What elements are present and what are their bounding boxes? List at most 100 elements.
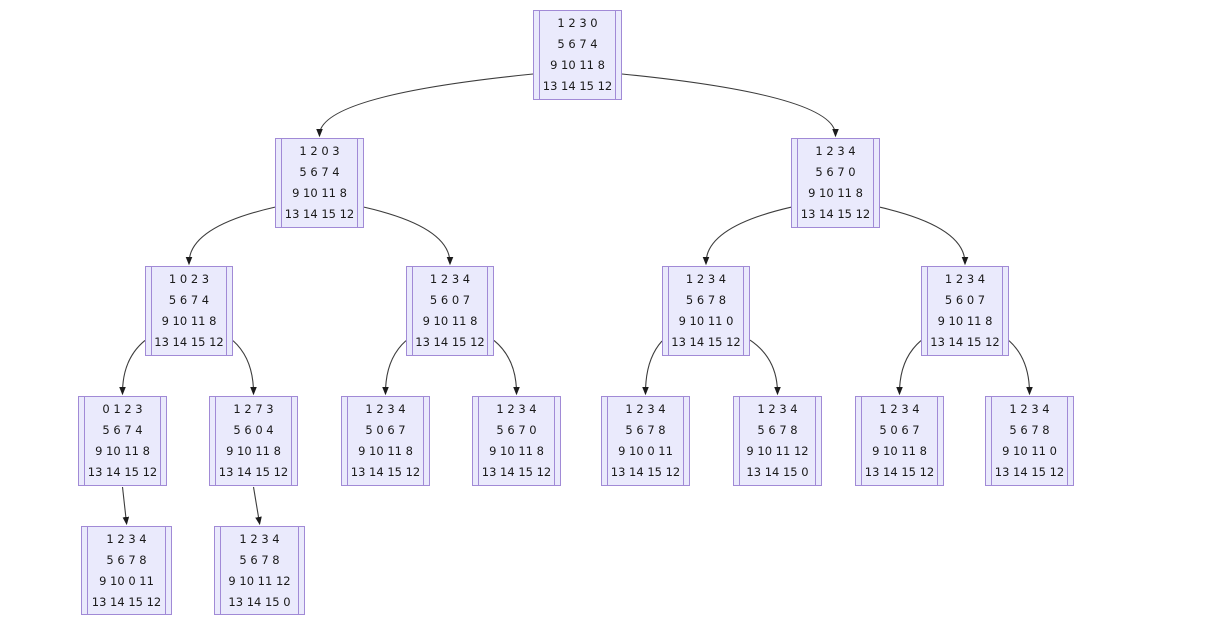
- matrix-row: 9 10 11 8: [808, 186, 863, 200]
- matrix-row: 0 1 2 3: [102, 402, 143, 416]
- tree-edge-root-to-l2-a: [316, 73, 534, 138]
- tree-edge-l2-b-to-l3-d: [879, 206, 969, 266]
- matrix-row: 1 2 3 4: [685, 272, 727, 286]
- matrix-row: 5 6 7 4: [102, 423, 143, 437]
- tree-node-l4-d: 1 2 3 4 5 6 7 0 9 10 11 8 13 14 15 12: [472, 396, 561, 486]
- tree-edge-l3-d-to-l4-h: [1008, 340, 1033, 396]
- matrix-row: 5 6 7 0: [496, 423, 537, 437]
- matrix-row: 9 10 11 0: [1002, 444, 1057, 458]
- matrix-row: 1 2 7 3: [233, 402, 274, 416]
- tree-node-l2-a: 1 2 0 3 5 6 7 4 9 10 11 8 13 14 15 12: [275, 138, 364, 228]
- matrix-row: 13 14 15 12: [415, 335, 485, 349]
- matrix-row: 9 10 11 8: [292, 186, 347, 200]
- tree-node-l4-a: 0 1 2 3 5 6 7 4 9 10 11 8 13 14 15 12: [78, 396, 167, 486]
- matrix-row: 5 6 0 4: [233, 423, 274, 437]
- matrix-row: 13 14 15 12: [154, 335, 224, 349]
- matrix-row: 1 2 0 3: [299, 144, 340, 158]
- tree-node-l4-g: 1 2 3 4 5 0 6 7 9 10 11 8 13 14 15 12: [855, 396, 944, 486]
- matrix-row: 5 6 7 8: [1009, 423, 1050, 437]
- tree-edge-l3-b-to-l4-c: [382, 340, 407, 396]
- matrix-row: 9 10 11 8: [872, 444, 927, 458]
- matrix-row: 5 6 7 0: [815, 165, 856, 179]
- tree-node-l3-c: 1 2 3 4 5 6 7 8 9 10 11 0 13 14 15 12: [662, 266, 750, 356]
- matrix-row: 5 6 7 8: [625, 423, 666, 437]
- matrix-row: 9 10 11 0: [678, 314, 734, 328]
- matrix-row: 9 10 11 8: [489, 444, 544, 458]
- matrix-row: 5 6 7 8: [239, 552, 280, 567]
- tree-edge-l4-b-to-l5-b: [252, 486, 262, 526]
- matrix-row: 9 10 11 8: [95, 444, 150, 458]
- matrix-row: 1 2 3 0: [557, 16, 598, 30]
- tree-node-l4-b: 1 2 7 3 5 6 0 4 9 10 11 8 13 14 15 12: [209, 396, 298, 486]
- tree-edge-l2-a-to-l3-a: [185, 206, 276, 266]
- matrix-row: 9 10 11 8: [422, 314, 478, 328]
- tree-node-l4-e: 1 2 3 4 5 6 7 8 9 10 0 11 13 14 15 12: [601, 396, 690, 486]
- matrix-row: 5 0 6 7: [365, 423, 406, 437]
- tree-node-l3-a: 1 0 2 3 5 6 7 4 9 10 11 8 13 14 15 12: [145, 266, 233, 356]
- tree-edge-root-to-l2-b: [621, 73, 839, 138]
- matrix-row: 9 10 11 8: [226, 444, 281, 458]
- matrix-row: 5 6 7 8: [106, 552, 147, 567]
- matrix-row: 9 10 0 11: [618, 444, 673, 458]
- matrix-row: 1 2 3 4: [365, 402, 406, 416]
- matrix-row: 13 14 15 12: [481, 465, 552, 479]
- matrix-row: 5 0 6 7: [879, 423, 920, 437]
- tree-node-l4-f: 1 2 3 4 5 6 7 8 9 10 11 12 13 14 15 0: [733, 396, 822, 486]
- tree-edge-l3-c-to-l4-e: [642, 340, 663, 396]
- tree-edge-l3-b-to-l4-d: [493, 340, 520, 396]
- matrix-row: 13 14 15 12: [542, 79, 613, 93]
- matrix-row: 9 10 11 12: [746, 444, 809, 458]
- matrix-row: 9 10 11 8: [937, 314, 993, 328]
- matrix-row: 5 6 7 8: [757, 423, 798, 437]
- tree-edge-l3-d-to-l4-g: [896, 340, 922, 396]
- tree-edge-l3-c-to-l4-f: [749, 339, 781, 396]
- matrix-row: 13 14 15 0: [746, 465, 809, 479]
- matrix-row: 13 14 15 12: [671, 335, 741, 349]
- matrix-row: 9 10 0 11: [99, 573, 154, 588]
- matrix-row: 5 6 7 8: [685, 293, 727, 307]
- matrix-row: 1 2 3 4: [429, 272, 471, 286]
- matrix-row: 1 2 3 4: [879, 402, 920, 416]
- tree-node-l3-d: 1 2 3 4 5 6 0 7 9 10 11 8 13 14 15 12: [921, 266, 1009, 356]
- matrix-row: 13 14 15 12: [87, 465, 158, 479]
- matrix-row: 1 2 3 4: [625, 402, 666, 416]
- tree-edge-l3-a-to-l4-b: [232, 340, 257, 396]
- matrix-row: 13 14 15 0: [228, 594, 291, 609]
- tree-edge-l2-a-to-l3-b: [363, 206, 454, 266]
- matrix-row: 13 14 15 12: [800, 207, 871, 221]
- matrix-row: 13 14 15 12: [91, 594, 162, 609]
- tree-node-l5-b: 1 2 3 4 5 6 7 8 9 10 11 12 13 14 15 0: [214, 526, 305, 615]
- matrix-row: 9 10 11 8: [550, 58, 605, 72]
- matrix-row: 1 2 3 4: [496, 402, 537, 416]
- matrix-row: 13 14 15 12: [350, 465, 421, 479]
- matrix-row: 5 6 0 7: [944, 293, 986, 307]
- matrix-row: 13 14 15 12: [218, 465, 289, 479]
- matrix-row: 13 14 15 12: [994, 465, 1065, 479]
- tree-edge-l3-a-to-l4-a: [119, 340, 146, 396]
- matrix-row: 1 2 3 4: [944, 272, 986, 286]
- matrix-row: 13 14 15 12: [864, 465, 935, 479]
- matrix-row: 9 10 11 12: [228, 573, 291, 588]
- matrix-row: 1 2 3 4: [757, 402, 798, 416]
- matrix-row: 9 10 11 8: [358, 444, 413, 458]
- matrix-row: 1 2 3 4: [815, 144, 856, 158]
- tree-node-l5-a: 1 2 3 4 5 6 7 8 9 10 0 11 13 14 15 12: [81, 526, 172, 615]
- matrix-row: 5 6 7 4: [299, 165, 340, 179]
- tree-node-l4-c: 1 2 3 4 5 0 6 7 9 10 11 8 13 14 15 12: [341, 396, 430, 486]
- tree-node-l4-h: 1 2 3 4 5 6 7 8 9 10 11 0 13 14 15 12: [985, 396, 1074, 486]
- tree-edge-l4-a-to-l5-a: [121, 486, 130, 526]
- matrix-row: 9 10 11 8: [161, 314, 217, 328]
- matrix-row: 1 2 3 4: [1009, 402, 1050, 416]
- matrix-row: 1 2 3 4: [106, 531, 147, 546]
- matrix-row: 13 14 15 12: [284, 207, 355, 221]
- matrix-row: 13 14 15 12: [930, 335, 1000, 349]
- matrix-row: 13 14 15 12: [610, 465, 681, 479]
- tree-edge-l2-b-to-l3-c: [702, 206, 792, 266]
- matrix-row: 1 0 2 3: [168, 272, 210, 286]
- tree-node-l2-b: 1 2 3 4 5 6 7 0 9 10 11 8 13 14 15 12: [791, 138, 880, 228]
- matrix-row: 5 6 7 4: [168, 293, 210, 307]
- matrix-row: 1 2 3 4: [239, 531, 280, 546]
